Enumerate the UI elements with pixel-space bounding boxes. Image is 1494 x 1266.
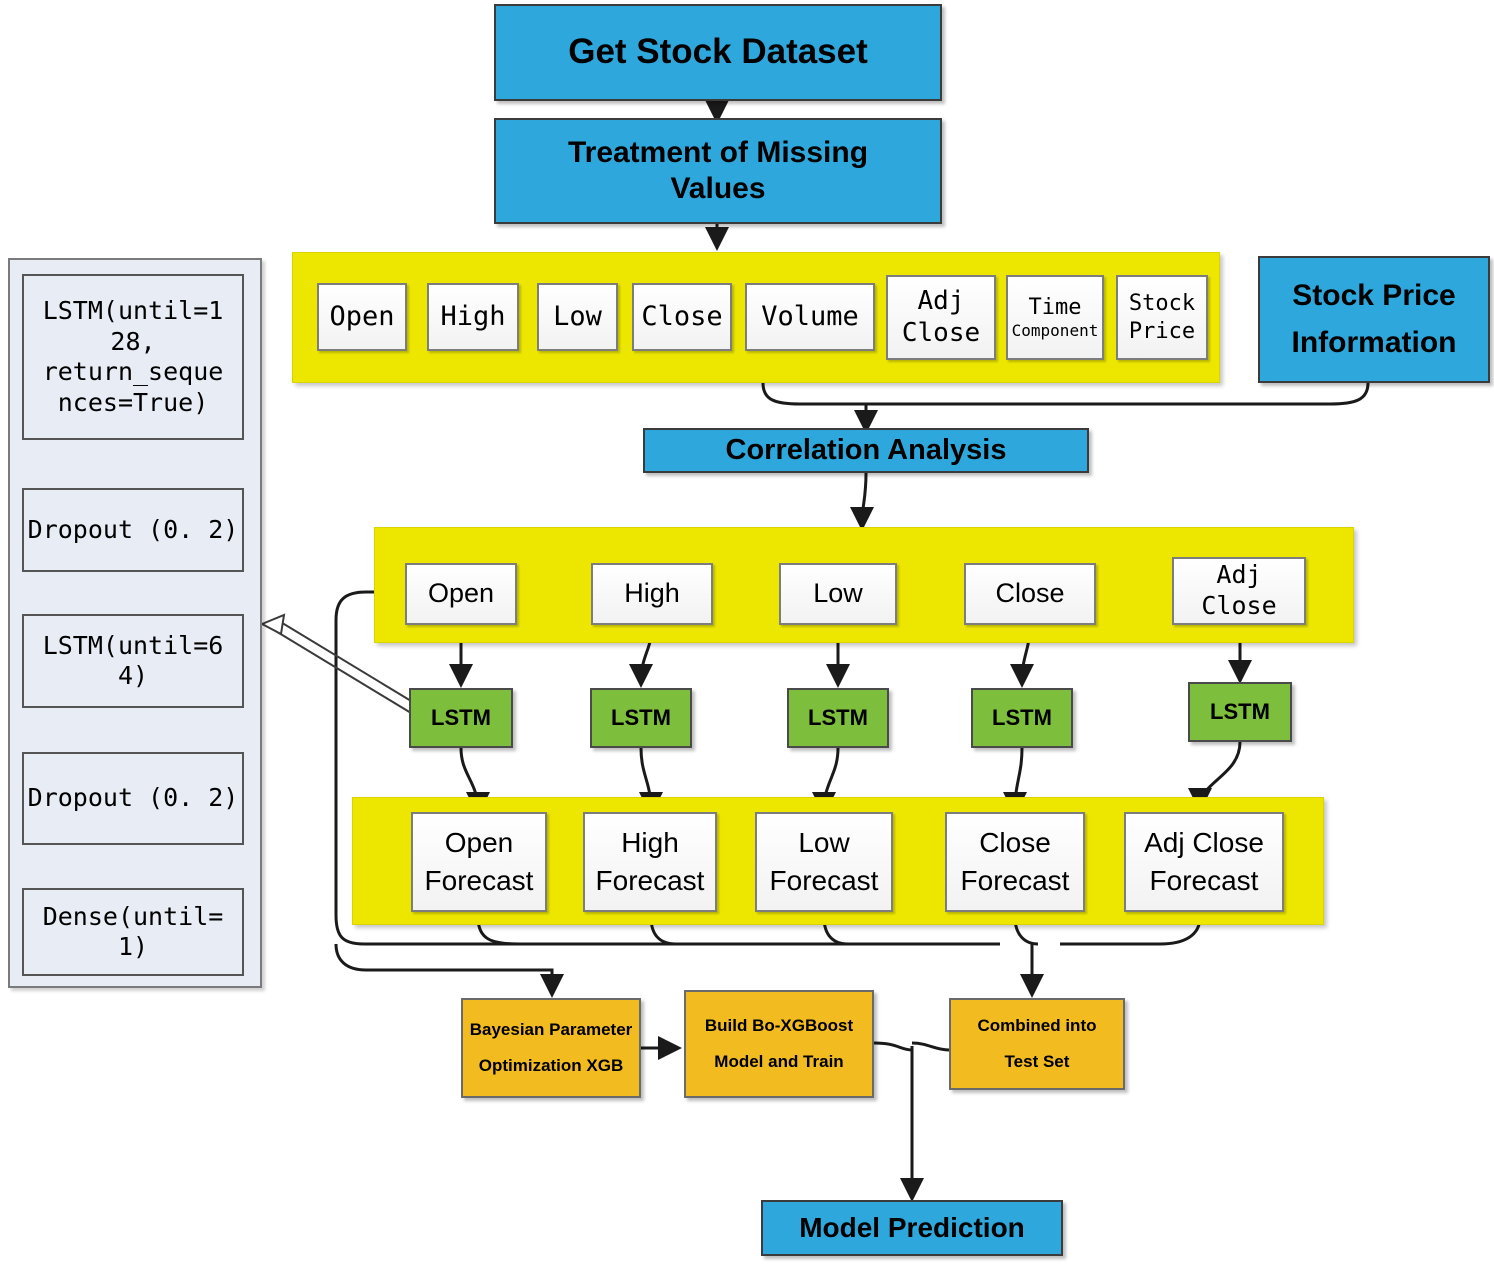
- lstm-label: LSTM: [611, 705, 671, 731]
- node-label: Bayesian Parameter Optimization XGB: [469, 1020, 633, 1075]
- lstm-label: LSTM: [808, 705, 868, 731]
- selected-label: High: [624, 578, 680, 609]
- selected-box-adj-close[interactable]: Adj Close: [1172, 557, 1306, 625]
- lstm-layer-dropout-2[interactable]: Dropout (0. 2): [22, 752, 244, 845]
- node-build-bo-xgboost-model[interactable]: Build Bo-XGBoost Model and Train: [684, 990, 874, 1098]
- node-correlation-analysis[interactable]: Correlation Analysis: [643, 428, 1089, 473]
- lstm-label: LSTM: [431, 705, 491, 731]
- lstm-node-low[interactable]: LSTM: [787, 688, 889, 748]
- node-model-prediction[interactable]: Model Prediction: [761, 1200, 1063, 1256]
- node-label: Correlation Analysis: [725, 433, 1007, 466]
- lstm-layer-lstm-64[interactable]: LSTM(until=6 4): [22, 614, 244, 708]
- node-stock-price-information[interactable]: Stock Price Information: [1258, 256, 1490, 383]
- lstm-node-high[interactable]: LSTM: [590, 688, 692, 748]
- feature-box-high[interactable]: High: [427, 283, 519, 351]
- feature-label: Open: [329, 301, 395, 333]
- selected-label: Close: [995, 578, 1065, 609]
- selected-box-open[interactable]: Open: [405, 563, 517, 625]
- feature-box-time-component[interactable]: Time Component: [1006, 275, 1104, 360]
- lstm-node-close[interactable]: LSTM: [971, 688, 1073, 748]
- feature-box-stock-price[interactable]: Stock Price: [1116, 275, 1208, 360]
- lstm-node-adj-close[interactable]: LSTM: [1188, 682, 1292, 742]
- forecast-box-close[interactable]: Close Forecast: [945, 812, 1085, 912]
- callout-arrowhead: [259, 613, 286, 636]
- layer-label: Dropout (0. 2): [27, 783, 239, 813]
- node-label: Build Bo-XGBoost Model and Train: [704, 1016, 854, 1071]
- forecast-box-adj-close[interactable]: Adj Close Forecast: [1124, 812, 1284, 912]
- feature-box-open[interactable]: Open: [317, 283, 407, 351]
- lstm-node-open[interactable]: LSTM: [409, 688, 513, 748]
- layer-label: Dense(until= 1): [42, 901, 224, 962]
- selected-box-low[interactable]: Low: [779, 563, 897, 625]
- node-bayesian-parameter-optimization[interactable]: Bayesian Parameter Optimization XGB: [461, 998, 641, 1098]
- node-treatment-of-missing-values[interactable]: Treatment of Missing Values: [494, 118, 942, 224]
- forecast-label: Adj Close Forecast: [1144, 826, 1264, 896]
- lstm-label: LSTM: [992, 705, 1052, 731]
- feature-box-close[interactable]: Close: [632, 283, 732, 351]
- forecast-label: Close Forecast: [960, 826, 1070, 896]
- feature-label: Volume: [761, 301, 859, 333]
- selected-label: Open: [427, 578, 495, 609]
- selected-label: Low: [813, 578, 863, 609]
- feature-label: Adj Close: [901, 285, 981, 348]
- node-combined-into-test-set[interactable]: Combined into Test Set: [949, 998, 1125, 1090]
- node-label: Get Stock Dataset: [568, 32, 868, 72]
- forecast-label: Open Forecast: [424, 826, 534, 896]
- layer-label: LSTM(until=1 28, return_seque nces=True): [42, 296, 224, 417]
- selected-label: Adj Close: [1201, 560, 1277, 620]
- selected-box-high[interactable]: High: [591, 563, 713, 625]
- feature-box-low[interactable]: Low: [537, 283, 618, 351]
- node-label: Stock Price Information: [1291, 279, 1457, 359]
- lstm-layer-dense-1[interactable]: Dense(until= 1): [22, 888, 244, 976]
- node-label: Model Prediction: [799, 1211, 1025, 1243]
- node-label: Treatment of Missing Values: [567, 135, 869, 206]
- feature-box-volume[interactable]: Volume: [745, 283, 875, 351]
- feature-label: Low: [553, 301, 602, 333]
- layer-label: Dropout (0. 2): [27, 514, 239, 544]
- forecast-label: High Forecast: [595, 826, 705, 896]
- feature-label: Close: [641, 301, 723, 333]
- lstm-layer-dropout-1[interactable]: Dropout (0. 2): [22, 488, 244, 572]
- node-get-stock-dataset[interactable]: Get Stock Dataset: [494, 4, 942, 101]
- lstm-layer-lstm-128[interactable]: LSTM(until=1 28, return_seque nces=True): [22, 274, 244, 440]
- feature-box-adj-close[interactable]: Adj Close: [886, 275, 996, 360]
- feature-label: Stock Price: [1128, 291, 1196, 344]
- forecast-box-low[interactable]: Low Forecast: [755, 812, 893, 912]
- lstm-label: LSTM: [1210, 699, 1270, 725]
- feature-label: High: [440, 301, 506, 333]
- feature-label: Time Component: [1011, 294, 1099, 340]
- selected-box-close[interactable]: Close: [964, 563, 1096, 625]
- forecast-box-high[interactable]: High Forecast: [583, 812, 717, 912]
- layer-label: LSTM(until=6 4): [42, 630, 224, 691]
- forecast-label: Low Forecast: [769, 826, 879, 896]
- forecast-box-open[interactable]: Open Forecast: [411, 812, 547, 912]
- node-label: Combined into Test Set: [977, 1016, 1097, 1071]
